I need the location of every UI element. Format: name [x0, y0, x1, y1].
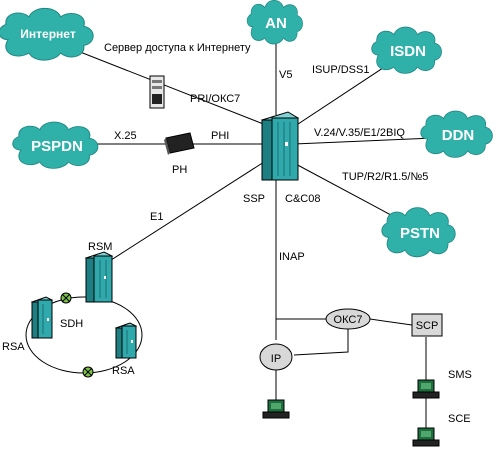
sce-label: SCE	[448, 413, 471, 425]
cloud-pstn-label: PSTN	[400, 225, 440, 242]
ph-device-icon	[164, 132, 195, 155]
pri-label: PRI/ОКС7	[190, 93, 240, 105]
cloud-ddn-label: DDN	[442, 127, 475, 144]
rsa-right-label: RSA	[112, 365, 135, 377]
sms-label: SMS	[448, 369, 472, 381]
rsa-left-cabinet-icon	[30, 296, 54, 339]
rsm-cabinet-icon	[84, 251, 114, 303]
tup-label: TUP/R2/R1.5/№5	[342, 171, 428, 183]
ip-label: IP	[271, 353, 281, 365]
scp-node	[411, 313, 443, 337]
v24-label: V.24/V.35/E1/2BIQ	[314, 127, 405, 139]
cloud-pspdn-label: PSPDN	[31, 138, 83, 155]
inap-label: INAP	[279, 251, 305, 263]
access-server-label: Сервер доступа к Интернету	[104, 42, 251, 54]
link-internet	[69, 47, 267, 126]
link-okc7-scp	[369, 318, 413, 326]
isup-label: ISUP/DSS1	[312, 64, 369, 76]
link-pstn	[291, 161, 405, 223]
link-rsm	[107, 161, 265, 263]
sdh-node-top-icon	[60, 292, 72, 304]
scp-label: SCP	[416, 320, 439, 332]
ssp-switch-cabinet-icon	[260, 111, 300, 181]
link-isdn	[291, 61, 393, 129]
connection-lines	[25, 38, 435, 428]
sms-terminal-icon	[412, 379, 440, 399]
ssp-label: SSP	[243, 193, 265, 205]
sdh-node-bottom-icon	[82, 366, 94, 378]
ph-label: PH	[172, 164, 187, 176]
cc08-label: C&C08	[285, 193, 320, 205]
cloud-an-label: AN	[265, 15, 287, 32]
okc7-node	[325, 308, 371, 330]
x25-label: X.25	[114, 130, 137, 142]
rsa-right-cabinet-icon	[114, 322, 138, 359]
cloud-isdn-label: ISDN	[390, 43, 426, 60]
access-server-icon	[149, 75, 165, 109]
sdh-label: SDH	[60, 318, 83, 330]
phi-label: PHI	[211, 130, 229, 142]
v5-label: V5	[279, 69, 292, 81]
okc7-label: ОКС7	[334, 314, 363, 326]
ip-node	[259, 343, 293, 371]
link-ddn	[293, 137, 435, 145]
ip-terminal-icon	[262, 399, 290, 419]
rsm-label: RSM	[88, 241, 112, 253]
e1-label: E1	[150, 211, 163, 223]
link-okc7-ip	[293, 328, 349, 356]
cloud-internet-label: Интернет	[20, 27, 76, 41]
sce-terminal-icon	[412, 427, 440, 447]
rsa-left-label: RSA	[2, 341, 25, 353]
